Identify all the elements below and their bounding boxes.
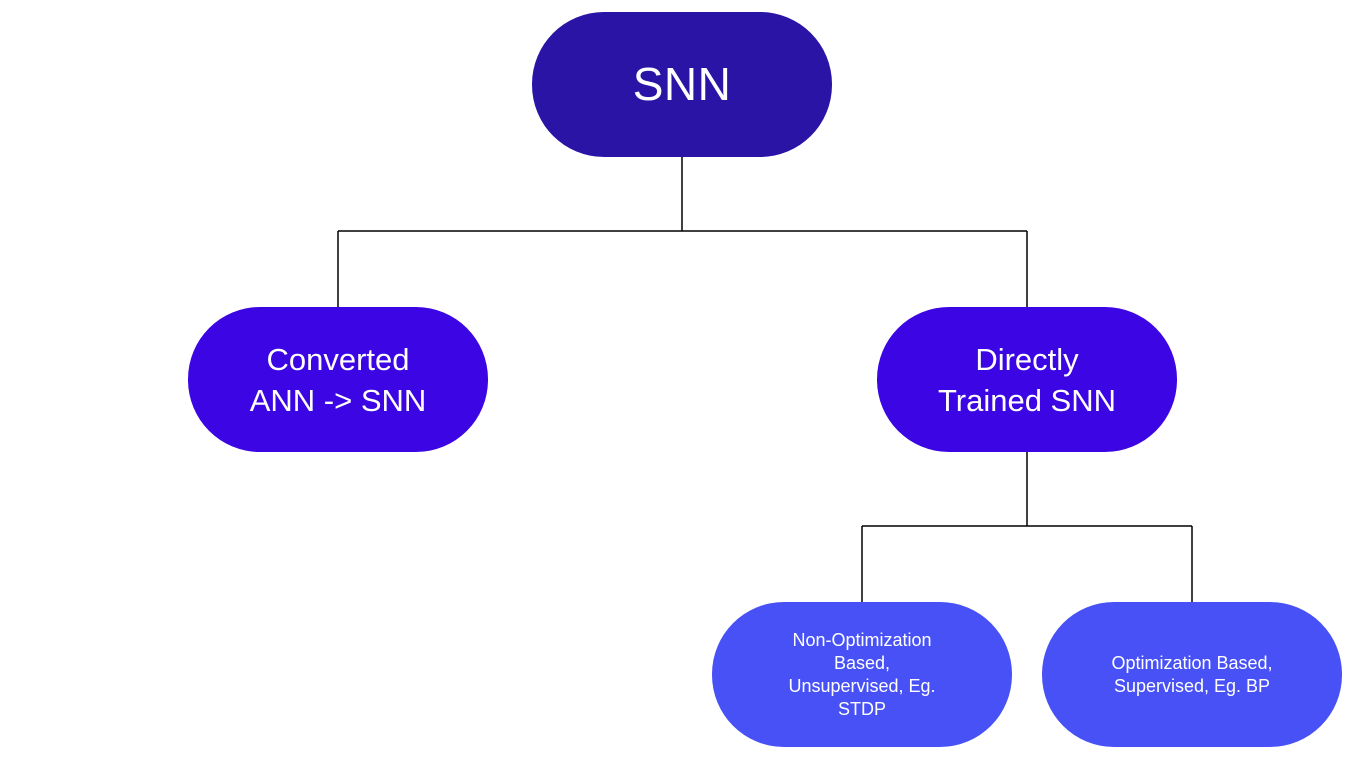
optimization-based-label: Optimization Based, Supervised, Eg. BP — [1111, 652, 1273, 696]
converted-ann-snn-label: Converted ANN -> SNN — [249, 341, 427, 418]
directly-trained-snn-label: Directly Trained SNN — [937, 341, 1117, 418]
converted-ann-snn-node: Converted ANN -> SNN — [188, 307, 488, 452]
non-optimization-based-label: Non-Optimization Based, Unsupervised, Eg… — [788, 629, 936, 719]
snn-root-label: SNN — [632, 57, 732, 110]
directly-trained-snn-node: Directly Trained SNN — [877, 307, 1177, 452]
optimization-based-node: Optimization Based, Supervised, Eg. BP — [1042, 602, 1342, 747]
snn-root-node: SNN — [532, 12, 832, 157]
non-optimization-based-node: Non-Optimization Based, Unsupervised, Eg… — [712, 602, 1012, 747]
